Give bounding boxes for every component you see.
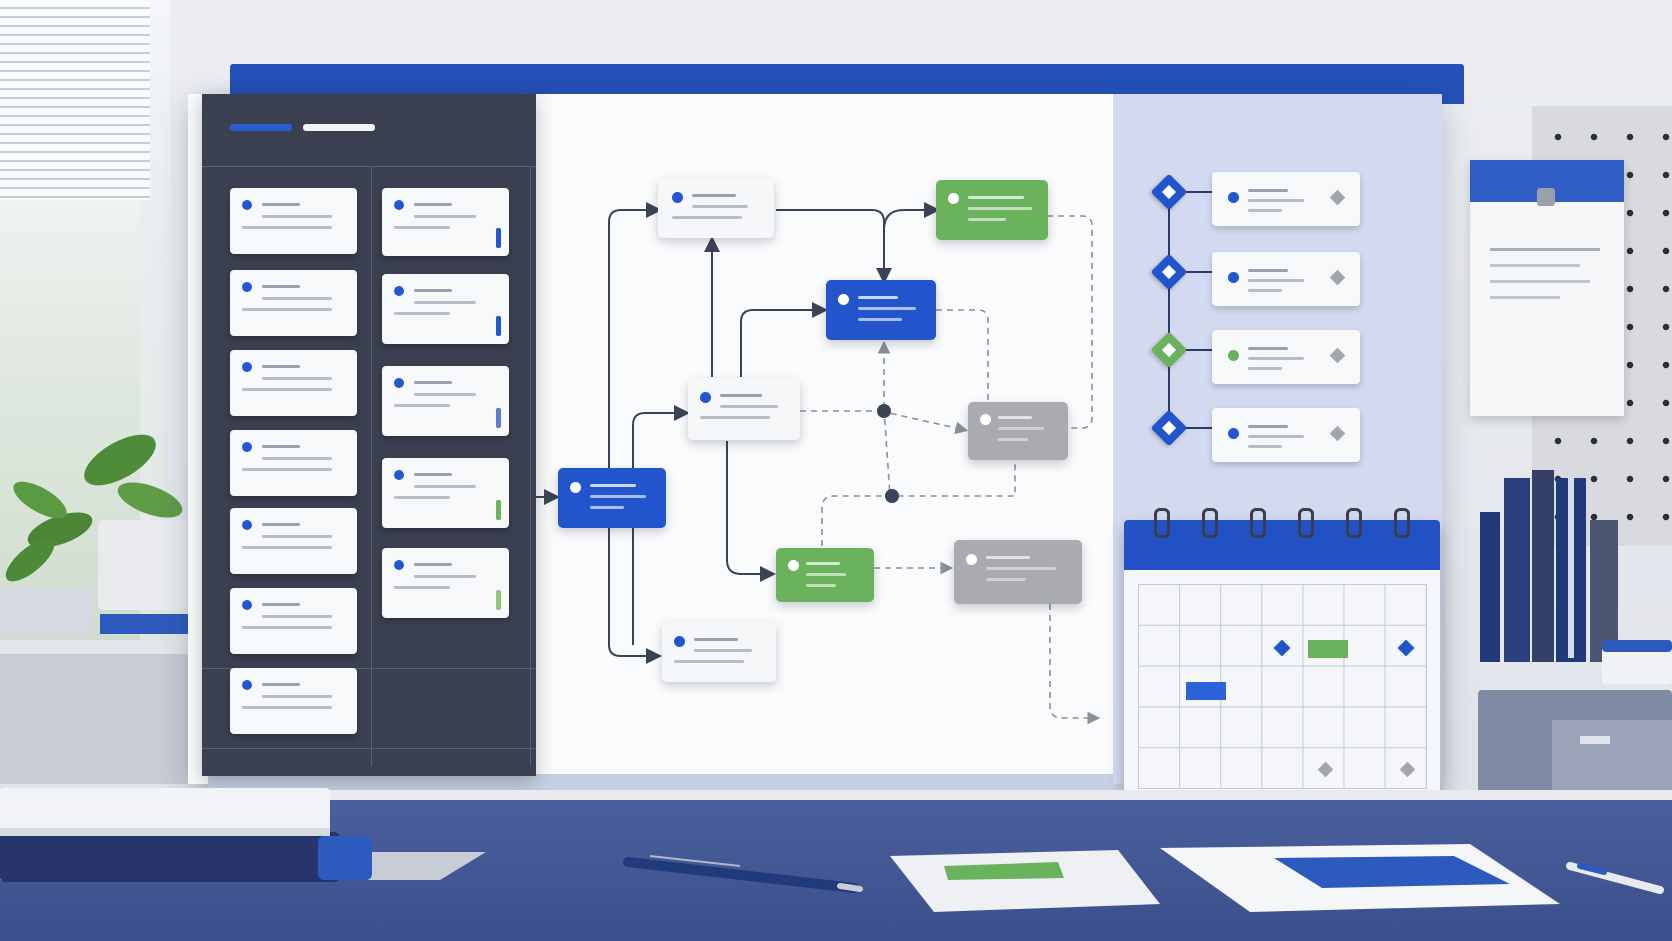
tab-inactive[interactable] [303,124,375,131]
calendar[interactable] [1124,508,1440,802]
flow-node-n4[interactable] [688,378,800,440]
flow-junction [885,489,899,503]
flow-node-n8[interactable] [954,540,1082,604]
task-card[interactable] [382,188,509,256]
task-card[interactable] [382,548,509,618]
calendar-header [1124,520,1440,570]
task-card[interactable] [230,588,357,654]
panel-divider [202,748,536,749]
milestone-card[interactable] [1212,330,1360,384]
milestone-card[interactable] [1212,172,1360,226]
column-divider [530,166,531,766]
calendar-ring [1298,508,1314,538]
task-card[interactable] [230,668,357,734]
clipboard-line [1490,280,1590,283]
clipboard-line [1490,248,1600,251]
task-card[interactable] [230,508,357,574]
calendar-ring [1154,508,1170,538]
window-blinds [0,0,150,200]
calendar-event[interactable] [1308,640,1348,658]
calendar-ring [1346,508,1362,538]
calendar-ring [1250,508,1266,538]
calendar-event[interactable] [1186,682,1226,700]
task-card[interactable] [230,350,357,416]
flow-node-n6[interactable] [558,468,666,528]
milestone-card[interactable] [1212,408,1360,462]
flow-node-n9[interactable] [662,622,776,682]
tab-active[interactable] [230,124,292,131]
flow-node-n5[interactable] [968,402,1068,460]
task-card[interactable] [230,270,357,336]
flow-node-n3[interactable] [826,280,936,340]
task-card[interactable] [230,430,357,496]
task-card[interactable] [382,366,509,436]
calendar-ring [1202,508,1218,538]
column-divider [371,166,372,766]
clipboard [1470,160,1624,416]
flow-node-n7[interactable] [776,548,874,602]
panel-divider [202,668,536,669]
task-card[interactable] [230,188,357,254]
task-card[interactable] [382,274,509,344]
panel-divider [202,166,536,167]
calendar-ring [1394,508,1410,538]
clipboard-line [1490,296,1560,299]
clipboard-line [1490,264,1580,267]
flow-node-n2[interactable] [936,180,1048,240]
flow-node-n1[interactable] [658,178,774,238]
clip-icon [1537,188,1555,206]
task-card[interactable] [382,458,509,528]
milestone-card[interactable] [1212,252,1360,306]
flow-junction [877,404,891,418]
